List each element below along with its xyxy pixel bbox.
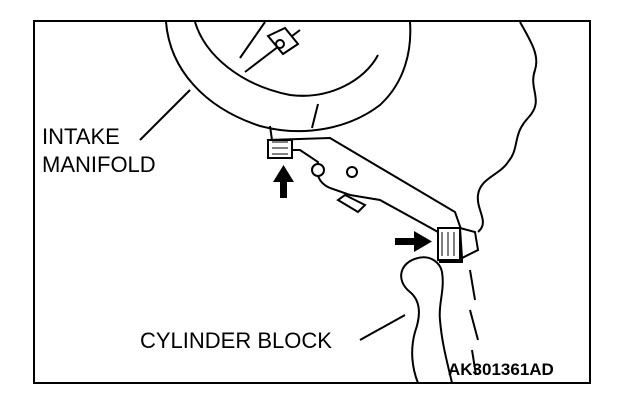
upward-arrow [273,165,294,198]
intake-manifold-label-line1: INTAKE [42,124,120,149]
cylinder-block-shape [400,21,538,384]
intake-manifold-label-line2: MANIFOLD [42,152,156,177]
manifold-stay-bracket [266,136,480,263]
figure-code: AK301361AD [448,360,554,379]
figure-frame [33,20,591,384]
cylinder-leader-line [359,314,406,341]
intake-leader-line [139,89,191,141]
intake-manifold-shape [165,21,412,141]
right-arrow [395,231,432,252]
cylinder-block-label: CYLINDER BLOCK [140,328,332,353]
